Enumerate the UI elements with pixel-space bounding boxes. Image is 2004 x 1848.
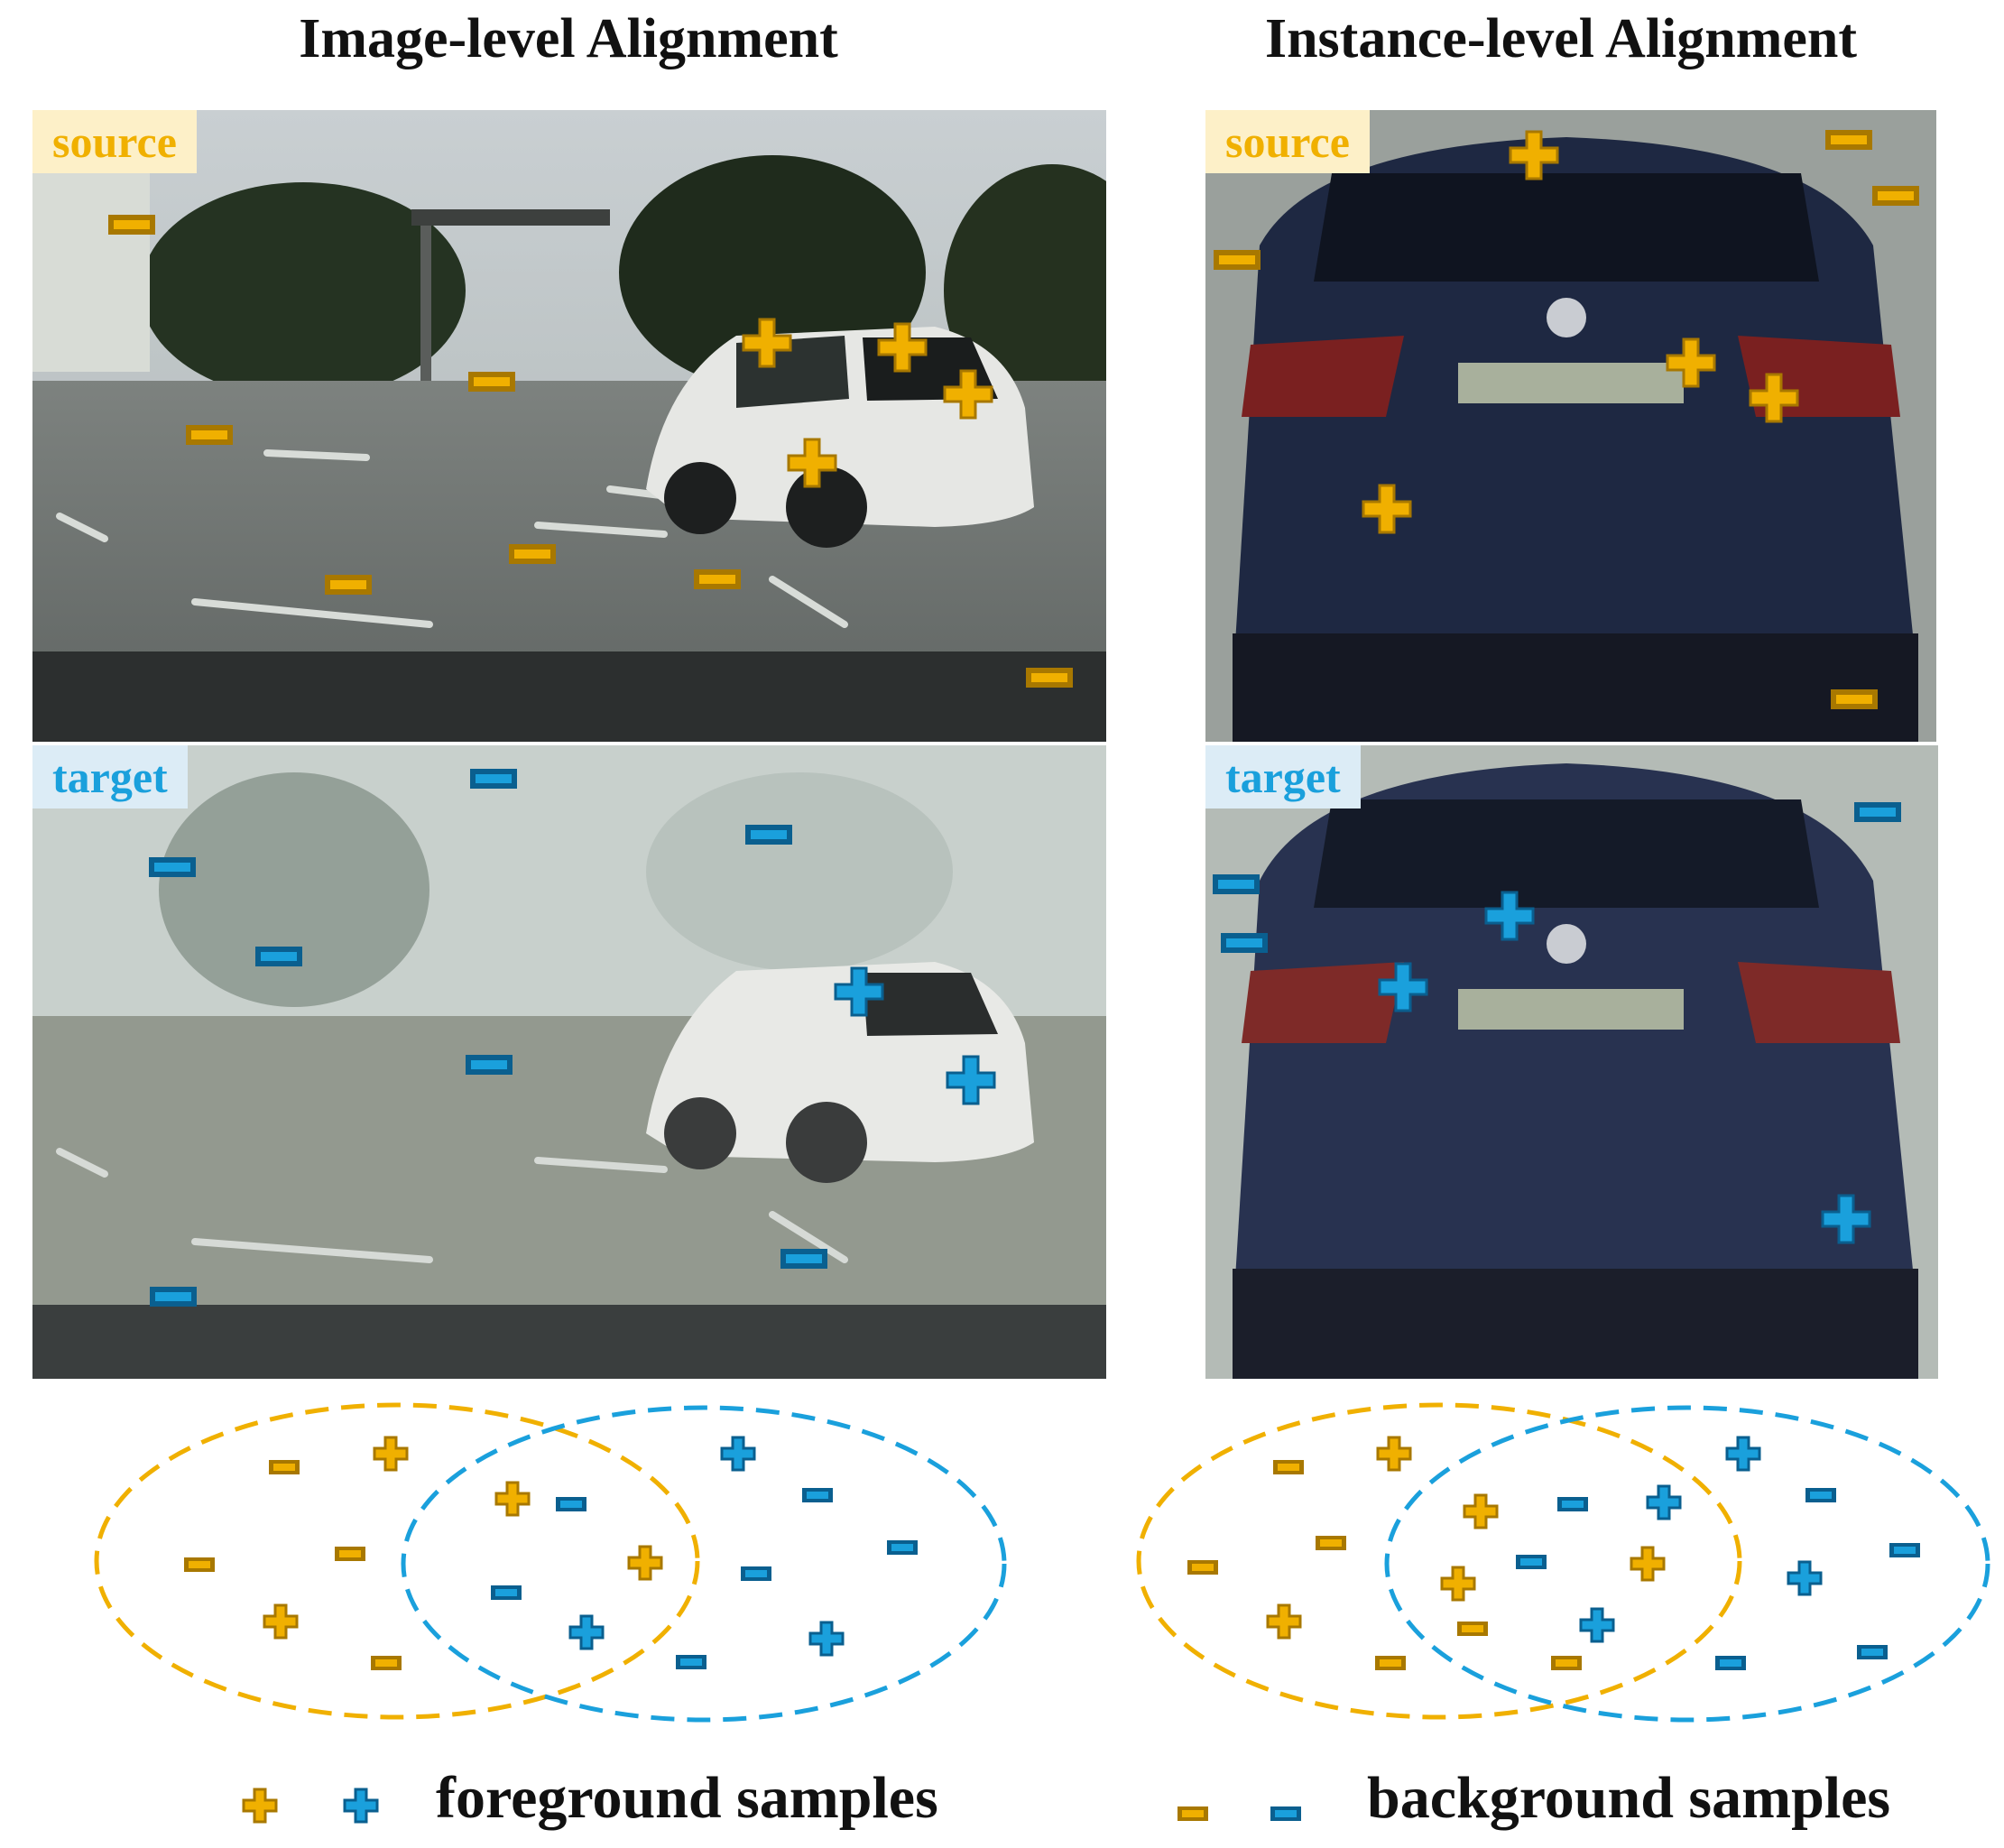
car-rear-source (1205, 110, 1936, 742)
source-label-image-level: source (32, 110, 197, 173)
legend-foreground-label: foreground samples (436, 1765, 938, 1831)
instance-level-distribution-diagram (1136, 1402, 1990, 1723)
image-level-distribution-diagram (94, 1402, 1007, 1723)
legend-background-icons (1177, 1806, 1301, 1821)
car-rear-target (1205, 745, 1938, 1379)
legend-foreground-icons (242, 1788, 379, 1824)
image-level-target-panel: target (32, 745, 1106, 1379)
instance-level-target-markers (1213, 802, 1901, 1244)
instance-level-target-panel: target (1205, 745, 1938, 1379)
instance-level-source-markers (1214, 130, 1919, 709)
image-level-source-panel: source (32, 110, 1106, 742)
instance-level-source-panel: source (1205, 110, 1936, 742)
left-column-title: Image-level Alignment (299, 8, 838, 69)
image-level-source-markers (108, 215, 1073, 688)
source-label-instance-level: source (1205, 110, 1370, 173)
street-scene-target (32, 745, 1106, 1379)
right-column-title: Instance-level Alignment (1264, 8, 1858, 69)
target-label-image-level: target (32, 745, 188, 808)
image-level-target-markers (149, 769, 996, 1307)
target-label-instance-level: target (1205, 745, 1361, 808)
legend-background-label: background samples (1367, 1765, 1891, 1831)
street-scene-source (32, 110, 1106, 742)
